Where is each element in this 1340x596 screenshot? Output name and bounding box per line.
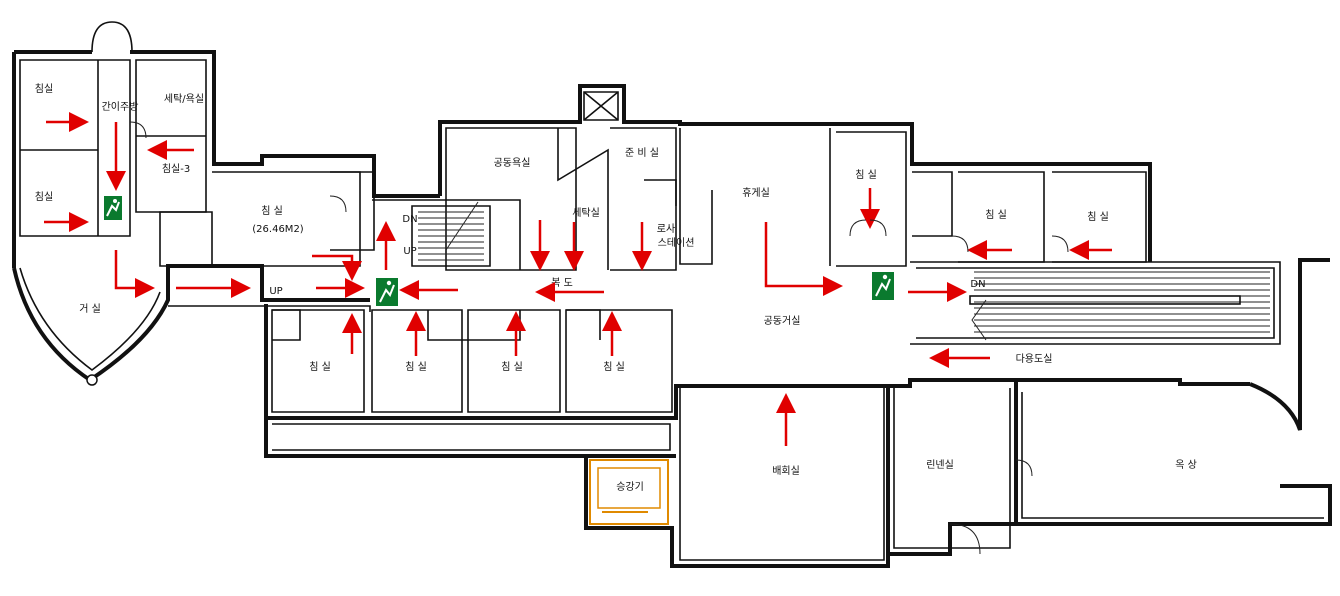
label-bedroom-nw: 침실 [35,83,53,95]
label-bedroom-mid: 침 실 [855,169,877,181]
label-kitchenette: 간이주방 [102,101,139,113]
label-bedroom-main-area: (26.46M2) [252,224,304,235]
label-stair-up-corridor: UP [269,286,282,297]
label-laundry: 세탁실 [572,207,600,219]
door-swing-icon [129,121,147,139]
lift-shaft [589,459,669,525]
label-bedroom-3: 침실-3 [162,163,190,175]
label-lobby-station-2: 스테이션 [658,237,695,249]
evacuation-arrow-icon [114,250,155,298]
door-swings [86,121,1069,555]
emergency-exits [104,196,894,306]
door-swing-icon [869,219,887,237]
label-prep-room: 준 비 실 [625,147,659,159]
label-linen: 린넨실 [926,459,954,471]
label-rooftop: 옥 상 [1175,459,1197,471]
door-swing-icon [951,235,969,253]
label-multipurpose: 다용도실 [1016,353,1053,365]
label-lounge: 휴게실 [742,187,770,199]
column-marker [86,374,98,386]
stair-left [418,201,484,261]
label-laundry-bath: 세탁/욕실 [164,93,204,105]
label-bedroom-e1: 침 실 [985,209,1007,221]
label-lobby-station-1: 로사 [657,223,675,235]
door-swing-icon [849,219,867,237]
central-walls [372,84,1152,271]
label-bedroom-s3: 침 실 [501,361,523,373]
south-walls [264,258,1332,568]
label-stair-up-left: UP [403,246,416,257]
evacuation-arrow-icon [312,254,362,281]
label-bedroom-main: 침 실 [261,205,283,217]
room-labels: 침실 간이주방 세탁/욕실 침실 침실-3 침 실 (26.46M2) 거 실 … [35,83,1197,493]
label-bedroom-s1: 침 실 [309,361,331,373]
evacuation-arrows [44,112,1112,446]
label-corridor: 복 도 [551,277,573,289]
label-stair-dn-left: DN [402,214,417,225]
door-swing-icon [949,523,981,555]
label-assembly: 배회실 [772,465,800,477]
emergency-exit-icon [104,196,122,220]
label-bedroom-w2: 침실 [35,191,53,203]
door-swing-icon [1051,235,1069,253]
stair-right [969,271,1270,341]
label-living: 거 실 [79,303,101,315]
door-swing-icon [1015,459,1033,477]
west-wing-walls [12,21,440,383]
label-bedroom-s2: 침 실 [405,361,427,373]
evacuation-arrow-icon [764,222,843,296]
label-lift: 승강기 [616,481,644,493]
label-common-living: 공동거실 [764,315,801,327]
door-swing-icon [329,195,347,213]
emergency-exit-icon [872,272,894,300]
label-bedroom-s4: 침 실 [603,361,625,373]
label-stair-dn-right: DN [970,279,985,290]
label-bedroom-e2: 침 실 [1087,211,1109,223]
label-shared-bath: 공동욕실 [494,157,531,169]
emergency-exit-icon [376,278,398,306]
